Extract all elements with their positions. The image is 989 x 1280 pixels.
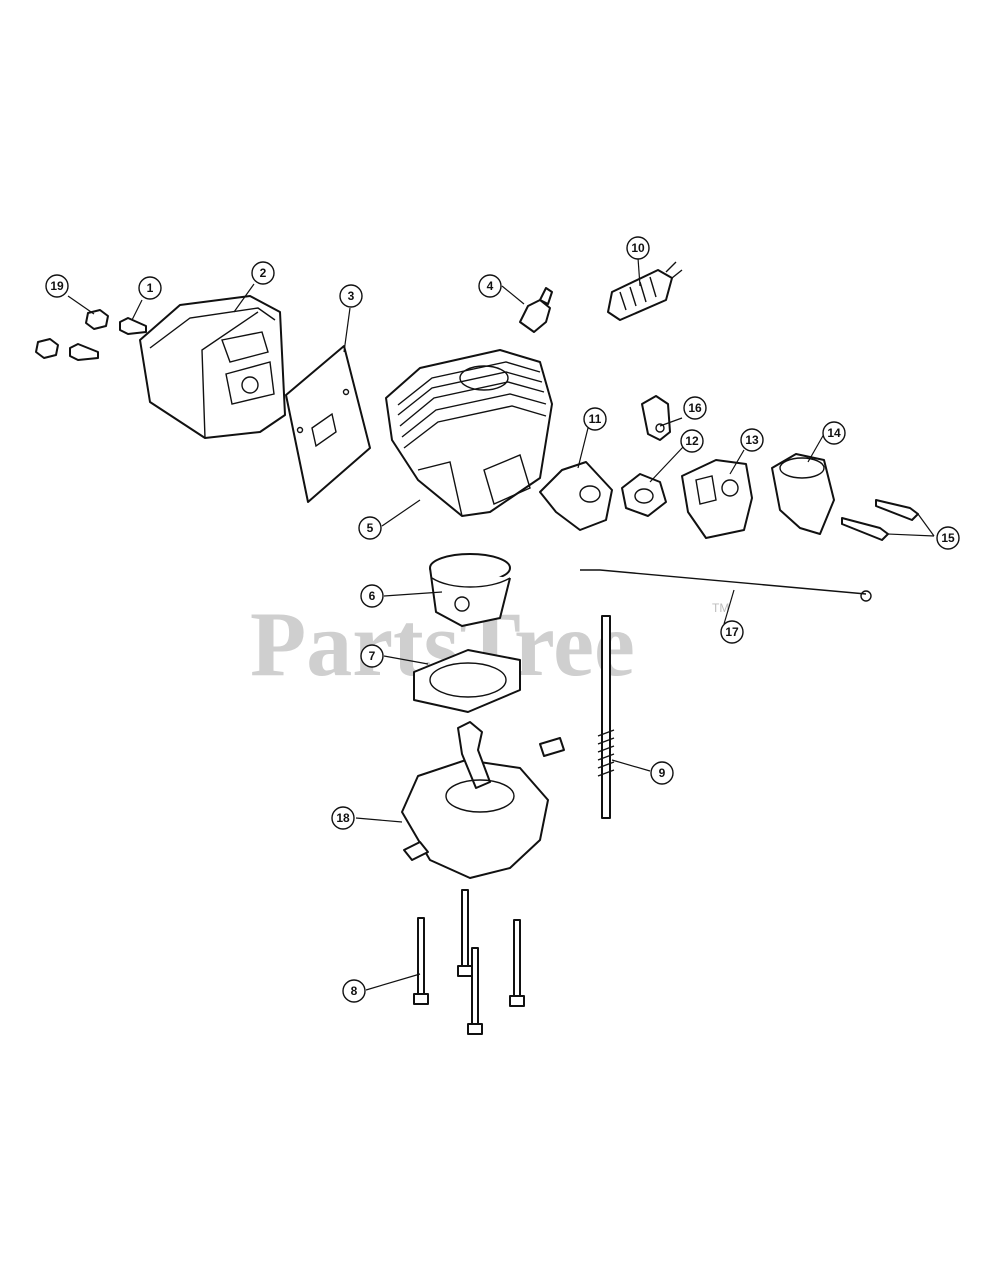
part-17-throttle-rod[interactable]: [580, 569, 872, 602]
callout-5[interactable]: 5: [358, 516, 382, 540]
callout-10-label: 10: [631, 241, 645, 255]
part-1-bolt[interactable]: [69, 317, 147, 361]
callout-17[interactable]: 17: [720, 620, 744, 644]
callout-7[interactable]: 7: [360, 644, 384, 668]
part-16-clip[interactable]: [641, 395, 671, 441]
callout-17-label: 17: [725, 625, 739, 639]
callout-13-label: 13: [745, 433, 759, 447]
callout-5-label: 5: [367, 521, 374, 535]
callout-6[interactable]: 6: [360, 584, 384, 608]
callout-18-label: 18: [336, 811, 350, 825]
callout-8[interactable]: 8: [342, 979, 366, 1003]
part-14-air-intake[interactable]: [771, 453, 835, 535]
part-9-spring-rod[interactable]: [597, 615, 615, 819]
callout-13[interactable]: 13: [740, 428, 764, 452]
callout-leaders: [67, 257, 935, 991]
callout-7-label: 7: [369, 649, 376, 663]
callout-6-label: 6: [369, 589, 376, 603]
part-13-carburetor[interactable]: [681, 459, 753, 539]
callout-3[interactable]: 3: [339, 284, 363, 308]
part-10-ignition-coil[interactable]: [607, 261, 683, 321]
watermark-tm: TM: [712, 601, 729, 615]
callout-14[interactable]: 14: [822, 421, 846, 445]
callout-9[interactable]: 9: [650, 761, 674, 785]
callout-19-label: 19: [50, 279, 64, 293]
callout-19[interactable]: 19: [45, 274, 69, 298]
part-4-spark-plug[interactable]: [519, 287, 553, 333]
part-19-nut[interactable]: [35, 309, 109, 359]
callout-16[interactable]: 16: [683, 396, 707, 420]
callout-12-label: 12: [685, 434, 699, 448]
part-6-piston[interactable]: [429, 553, 511, 627]
callout-10[interactable]: 10: [626, 236, 650, 260]
callout-15[interactable]: 15: [936, 526, 960, 550]
callout-15-label: 15: [941, 531, 955, 545]
callout-4-label: 4: [487, 279, 494, 293]
part-11-intake-manifold[interactable]: [539, 461, 613, 531]
callout-4[interactable]: 4: [478, 274, 502, 298]
part-15-bolt[interactable]: [841, 499, 919, 541]
callout-11-label: 11: [589, 412, 602, 426]
callout-11[interactable]: 11: [583, 407, 607, 431]
callout-14-label: 14: [827, 426, 841, 440]
part-12-gasket[interactable]: [621, 473, 667, 517]
part-8-long-bolt[interactable]: [413, 889, 525, 1035]
callout-12[interactable]: 12: [680, 429, 704, 453]
callout-16-label: 16: [688, 401, 702, 415]
callout-1[interactable]: 1: [138, 276, 162, 300]
part-18-crankcase[interactable]: [401, 721, 565, 879]
callout-8-label: 8: [351, 984, 358, 998]
part-7-cylinder-gasket[interactable]: [413, 649, 521, 713]
callout-2-label: 2: [260, 266, 267, 280]
part-5-cylinder[interactable]: [385, 349, 553, 517]
callout-3-label: 3: [348, 289, 355, 303]
part-3-gasket[interactable]: [285, 345, 371, 503]
part-2-muffler[interactable]: [139, 295, 286, 439]
callout-2[interactable]: 2: [251, 261, 275, 285]
callout-1-label: 1: [147, 281, 154, 295]
callout-9-label: 9: [659, 766, 666, 780]
callout-18[interactable]: 18: [331, 806, 355, 830]
